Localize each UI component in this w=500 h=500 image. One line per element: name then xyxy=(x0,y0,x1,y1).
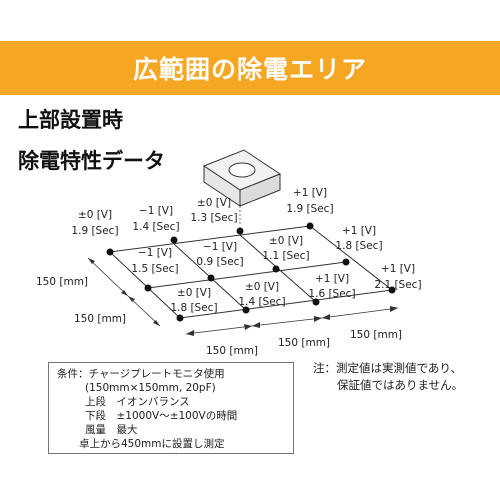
measurement-points xyxy=(106,222,396,322)
point-r1c1-time: 1.9 [Sec] xyxy=(71,225,118,237)
ionizer-device-icon xyxy=(202,149,282,207)
point-r3c1-voltage: ±0 [V] xyxy=(177,287,211,299)
note-line2: 保証値ではありません。 xyxy=(337,378,464,392)
dim-bottom-mid-label: 150 [mm] xyxy=(278,337,330,349)
dimension-arrows xyxy=(88,258,398,336)
dim-bottom-left-label: 150 [mm] xyxy=(206,345,258,357)
point-r2c2-time: 0.9 [Sec] xyxy=(196,256,243,268)
point-r3c4-voltage: +1 [V] xyxy=(381,263,415,275)
test-conditions-box: 条件：チャージプレートモニタ使用 (150mm×150mm, 20pF) 上段 … xyxy=(48,362,294,454)
conditions-line3: 上段 イオンバランス xyxy=(85,396,190,408)
title-banner: 広範囲の除電エリア xyxy=(0,41,500,95)
point-r3c2-time: 1.4 [Sec] xyxy=(238,296,285,308)
point-r3c1-time: 1.8 [Sec] xyxy=(170,302,217,314)
point-r1c3-time: 1.3 [Sec] xyxy=(190,212,237,224)
dim-left-lower-label: 150 [mm] xyxy=(74,313,126,325)
conditions-line2: (150mm×150mm, 20pF) xyxy=(85,382,216,394)
conditions-line5: 風量 最大 xyxy=(85,424,138,436)
point-r1c3-voltage: ±0 [V] xyxy=(197,197,231,209)
dimension-lines xyxy=(87,257,399,335)
point-r1c2-time: 1.4 [Sec] xyxy=(132,221,179,233)
section-heading-data: 除電特性データ xyxy=(18,149,165,173)
point-r3c4-time: 2.1 [Sec] xyxy=(374,279,421,291)
point-r1c4-time: 1.9 [Sec] xyxy=(286,203,333,215)
point-r2c4-voltage: +1 [V] xyxy=(342,225,376,237)
conditions-label: 条件： xyxy=(57,368,89,380)
point-r3c3-voltage: +1 [V] xyxy=(315,273,349,285)
point-r2c4-time: 1.8 [Sec] xyxy=(335,240,382,252)
point-r1c4-voltage: +1 [V] xyxy=(293,187,327,199)
point-r2c1-voltage: −1 [V] xyxy=(138,247,172,259)
conditions-line1: チャージプレートモニタ使用 xyxy=(88,368,225,380)
disclaimer-note: 注：測定値は実測値であり、 保証値ではありません。 xyxy=(313,360,463,394)
point-r1c1-voltage: ±0 [V] xyxy=(78,209,112,221)
point-r2c3-time: 1.1 [Sec] xyxy=(262,250,309,262)
point-r3c2-voltage: ±0 [V] xyxy=(245,281,279,293)
point-r2c3-voltage: ±0 [V] xyxy=(269,235,303,247)
dim-bottom-right-label: 150 [mm] xyxy=(350,329,402,341)
point-r2c1-time: 1.5 [Sec] xyxy=(131,263,178,275)
dim-left-upper-label: 150 [mm] xyxy=(36,276,88,288)
point-r1c2-voltage: −1 [V] xyxy=(139,205,173,217)
note-line1: 注：測定値は実測値であり、 xyxy=(313,361,462,375)
point-r3c3-time: 1.6 [Sec] xyxy=(308,288,355,300)
conditions-line6: 卓上から450mmに設置し測定 xyxy=(79,438,225,450)
point-r2c2-voltage: −1 [V] xyxy=(203,241,237,253)
section-heading-position: 上部設置時 xyxy=(18,108,123,132)
conditions-line4: 下段 ±1000V〜±100Vの時間 xyxy=(85,410,238,422)
banner-title: 広範囲の除電エリア xyxy=(132,55,367,84)
conditions-row-1: 条件：チャージプレートモニタ使用 xyxy=(57,367,285,381)
